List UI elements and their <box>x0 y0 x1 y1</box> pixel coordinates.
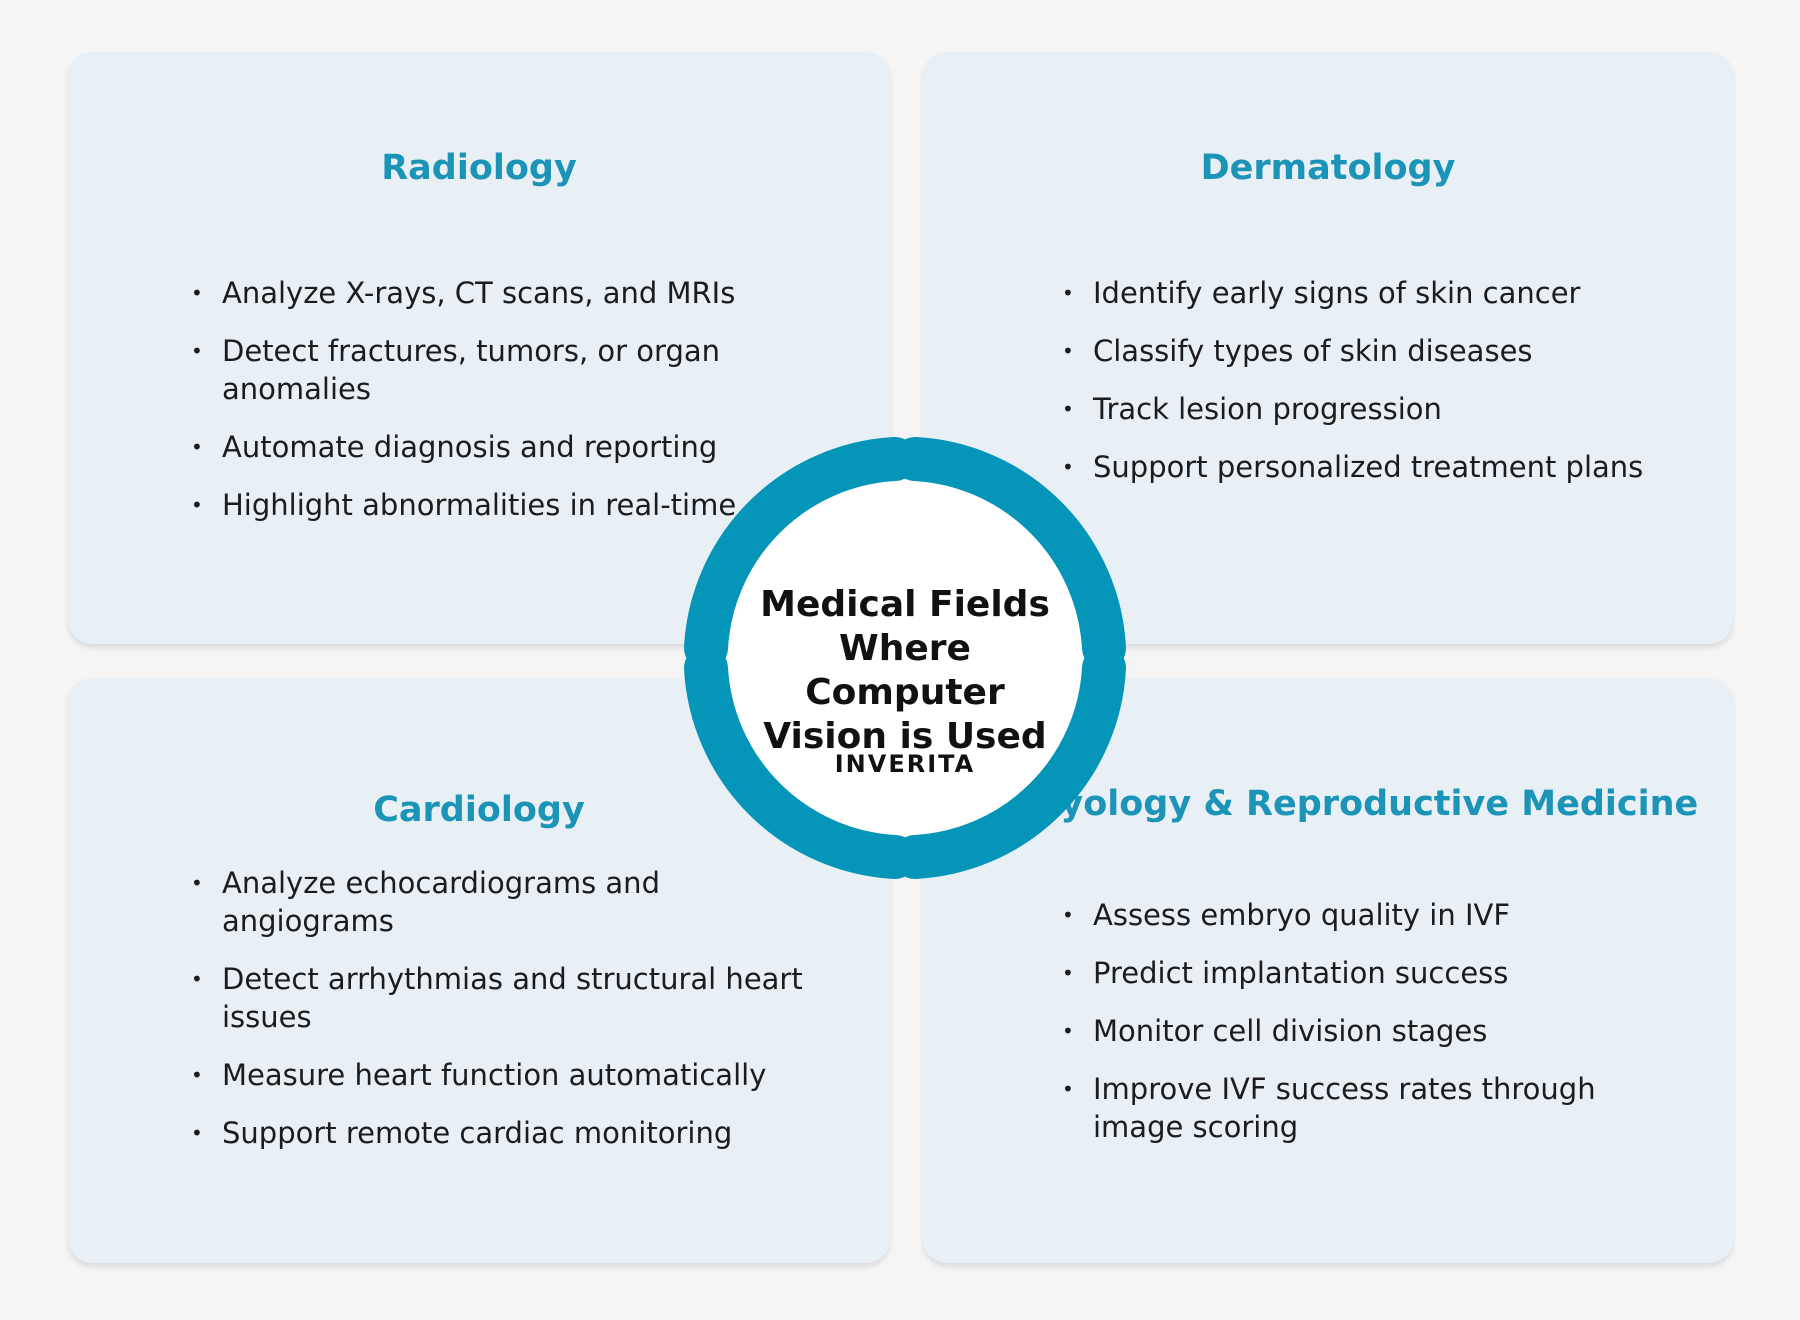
list-item-text: Analyze echocardiograms and angiograms <box>222 866 660 938</box>
list-item-text: Support personalized treatment plans <box>1093 450 1644 484</box>
list-item: • Detect arrhythmias and structural heart… <box>191 960 811 1036</box>
center-hub: Medical Fields Where Computer Vision is … <box>672 425 1138 891</box>
list-item: • Classify types of skin diseases <box>1062 332 1662 370</box>
bullet-dot-icon: • <box>1062 1019 1074 1043</box>
list-item: • Automate diagnosis and reporting <box>191 428 811 466</box>
bullet-dot-icon: • <box>1062 339 1074 363</box>
list-item: • Analyze echocardiograms and angiograms <box>191 864 811 940</box>
list-item: • Monitor cell division stages <box>1062 1012 1662 1050</box>
bullet-dot-icon: • <box>1062 961 1074 985</box>
list-item: • Detect fractures, tumors, or organ anom… <box>191 332 811 408</box>
list-item: • Support remote cardiac monitoring <box>191 1114 811 1152</box>
list-item: • Measure heart function automatically <box>191 1056 811 1094</box>
bullet-dot-icon: • <box>191 1063 203 1087</box>
bullet-list-dermatology: • Identify early signs of skin cancer • Cl… <box>1062 274 1662 506</box>
list-item-text: Analyze X-rays, CT scans, and MRIs <box>222 276 736 310</box>
bullet-dot-icon: • <box>191 339 203 363</box>
card-radiology: Radiology • Analyze X-rays, CT scans, and… <box>68 52 890 644</box>
list-item: • Highlight abnormalities in real-time <box>191 486 811 524</box>
list-item-text: Detect arrhythmias and structural heart … <box>222 962 803 1034</box>
list-item-text: Improve IVF success rates through image … <box>1093 1072 1596 1144</box>
center-disc <box>695 448 1115 868</box>
bullet-dot-icon: • <box>1062 281 1074 305</box>
bullet-dot-icon: • <box>1062 1077 1074 1101</box>
bullet-list-cardiology: •Analyze echocardiograms and angiograms … <box>191 864 811 1172</box>
list-item: • Predict implantation success <box>1062 954 1662 992</box>
card-title-cardiology: Cardiology <box>373 790 585 830</box>
list-item-text: Measure heart function automatically <box>222 1058 767 1092</box>
list-item-text: Automate diagnosis and reporting <box>222 430 718 464</box>
segmented-ring <box>684 437 1126 879</box>
bullet-dot-icon: • <box>191 435 203 459</box>
list-item-text: Classify types of skin diseases <box>1093 334 1533 368</box>
bullet-dot-icon: • <box>191 281 203 305</box>
list-item: • Improve IVF success rates through image… <box>1062 1070 1662 1146</box>
card-title-radiology: Radiology <box>381 148 577 188</box>
bullet-dot-icon: • <box>191 1121 203 1145</box>
bullet-dot-icon: • <box>191 493 203 517</box>
list-item-text: Assess embryo quality in IVF <box>1093 898 1511 932</box>
bullet-dot-icon: • <box>1062 903 1074 927</box>
bullet-dot-icon: • <box>1062 455 1074 479</box>
bullet-dot-icon: • <box>191 871 203 895</box>
bullet-dot-icon: • <box>191 967 203 991</box>
list-item: • Identify early signs of skin cancer <box>1062 274 1662 312</box>
bullet-list-radiology: • Analyze X-rays, CT scans, and MRIs • Det… <box>191 274 811 544</box>
bullet-dot-icon: • <box>1062 397 1074 421</box>
list-item-text: Track lesion progression <box>1093 392 1442 426</box>
ring-segment-top-right <box>893 437 1126 670</box>
list-item: • Support personalized treatment plans <box>1062 448 1662 486</box>
ring-segment-top-left <box>684 437 917 670</box>
list-item: • Analyze X-rays, CT scans, and MRIs <box>191 274 811 312</box>
card-title-dermatology: Dermatology <box>1200 148 1456 188</box>
list-item-text: Predict implantation success <box>1093 956 1509 990</box>
diagram-title: Medical Fields Where Computer Vision is … <box>760 584 1050 757</box>
ring-segment-bottom-right <box>893 646 1126 879</box>
list-item-text: Highlight abnormalities in real-time <box>222 488 737 522</box>
list-item-text: Identify early signs of skin cancer <box>1093 276 1581 310</box>
ring-segment-bottom-left <box>684 646 917 879</box>
brand-logo: INVERITA <box>834 750 976 778</box>
list-item-text: Monitor cell division stages <box>1093 1014 1488 1048</box>
list-item: • Track lesion progression <box>1062 390 1662 428</box>
list-item-text: Detect fractures, tumors, or organ anoma… <box>222 334 720 406</box>
bullet-list-embryology: • Assess embryo quality in IVF • Predict i… <box>1062 896 1662 1166</box>
list-item: • Assess embryo quality in IVF <box>1062 896 1662 934</box>
list-item-text: Support remote cardiac monitoring <box>222 1116 733 1150</box>
